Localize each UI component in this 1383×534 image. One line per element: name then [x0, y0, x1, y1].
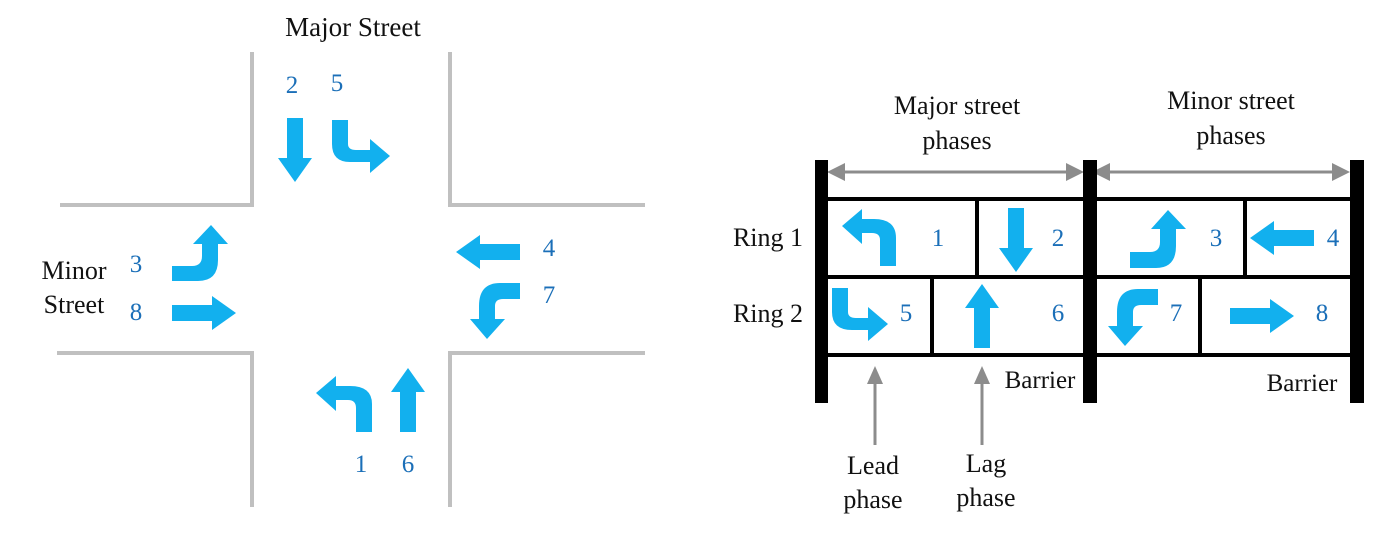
southbound-through-arrow	[278, 118, 312, 182]
road-edges	[57, 52, 645, 507]
lead-phase-label-line2: phase	[843, 485, 902, 514]
ring-2-label: Ring 2	[733, 299, 803, 328]
phase-5-left-turn-arrow	[832, 288, 888, 341]
phase-1-number: 1	[932, 225, 945, 252]
road-edge-northeast	[448, 52, 645, 207]
road-edge-southeast	[448, 351, 645, 507]
barrier-left	[815, 160, 828, 403]
phase-6-through-arrow	[965, 284, 999, 348]
barrier-right	[1350, 160, 1364, 403]
barrier-label-middle: Barrier	[1005, 367, 1076, 394]
movement-number-1: 1	[355, 451, 368, 478]
barrier-label-right: Barrier	[1267, 370, 1338, 397]
lead-phase-pointer	[867, 366, 883, 445]
phase-4-through-arrow	[1250, 221, 1314, 255]
westbound-through-arrow	[456, 235, 520, 269]
lead-phase-label-line1: Lead	[847, 451, 899, 480]
movement-number-3: 3	[130, 251, 143, 278]
road-edge-northwest	[60, 52, 254, 207]
movement-number-5: 5	[331, 70, 344, 97]
phase-2-number: 2	[1052, 225, 1065, 252]
minor-phases-label-line2: phases	[1196, 121, 1265, 150]
phase-2-through-arrow	[999, 208, 1033, 272]
phase-1-left-turn-arrow	[842, 209, 896, 266]
southbound-left-turn-arrow	[332, 120, 390, 173]
road-edge-southwest	[57, 351, 254, 507]
phase-8-number: 8	[1316, 300, 1329, 327]
intersection: Major Street Minor Street 2 5 3 8 4 7 1 …	[42, 12, 645, 507]
movement-number-8: 8	[130, 299, 143, 326]
northbound-through-arrow	[391, 368, 425, 432]
eastbound-left-turn-arrow	[172, 225, 228, 281]
ring-barrier-diagram: Major street phases Minor street phases …	[733, 86, 1364, 514]
movement-number-6: 6	[402, 451, 415, 478]
minor-street-label-line2: Street	[44, 290, 105, 319]
phase-3-number: 3	[1210, 225, 1223, 252]
lag-phase-label-line1: Lag	[966, 449, 1006, 478]
major-phases-span-arrow	[827, 163, 1084, 181]
minor-street-label-line1: Minor	[42, 256, 107, 285]
movement-number-4: 4	[543, 235, 556, 262]
phase-6-number: 6	[1052, 300, 1065, 327]
movement-number-7: 7	[543, 282, 556, 309]
phase-8-through-arrow	[1230, 299, 1294, 333]
major-phases-label-line2: phases	[922, 126, 991, 155]
minor-phases-span-arrow	[1092, 163, 1350, 181]
northbound-left-turn-arrow	[316, 376, 372, 432]
phase-7-number: 7	[1170, 300, 1183, 327]
barrier-middle	[1083, 160, 1097, 403]
ring-1-label: Ring 1	[733, 223, 803, 252]
westbound-left-turn-arrow	[470, 283, 520, 339]
phase-3-left-turn-arrow	[1130, 210, 1186, 268]
eastbound-through-arrow	[172, 296, 236, 330]
phase-7-left-turn-arrow	[1108, 289, 1158, 346]
minor-phases-label-line1: Minor street	[1167, 86, 1296, 115]
phase-5-number: 5	[900, 300, 913, 327]
major-street-label: Major Street	[285, 12, 421, 42]
lag-phase-label-line2: phase	[956, 483, 1015, 512]
phase-4-number: 4	[1327, 225, 1340, 252]
movement-number-2: 2	[286, 72, 299, 99]
major-phases-label-line1: Major street	[894, 91, 1021, 120]
lag-phase-pointer	[974, 366, 990, 445]
